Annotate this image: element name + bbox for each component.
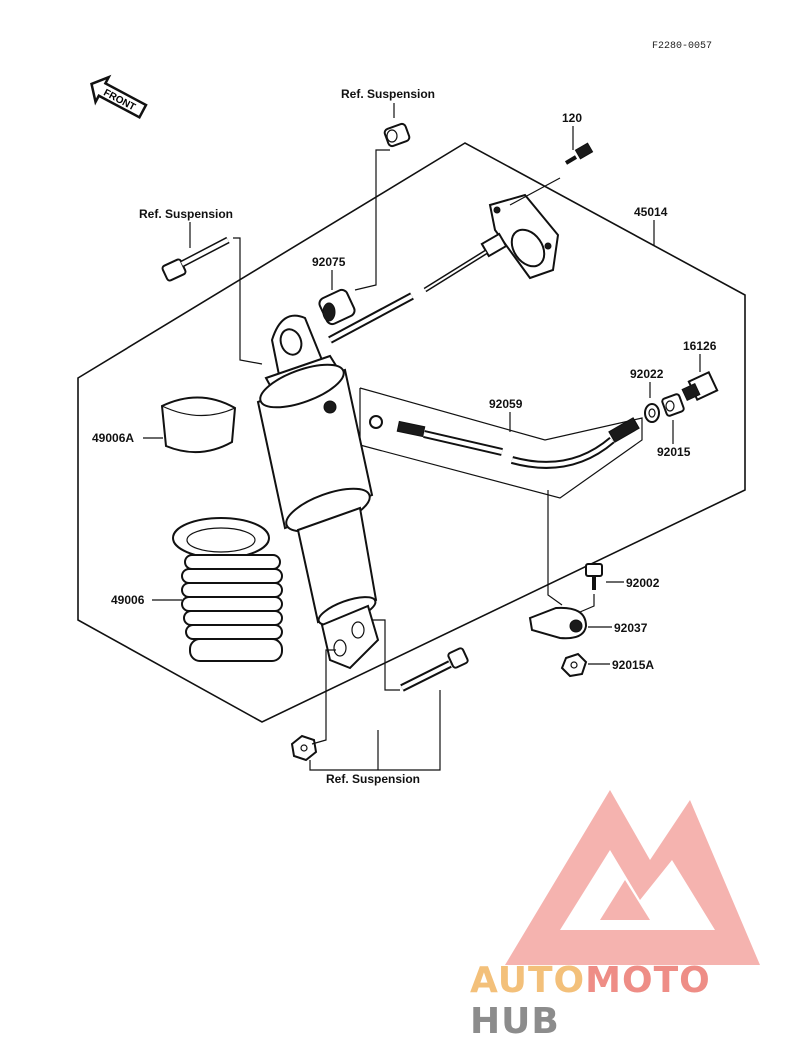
fitting-16126 <box>681 370 719 402</box>
top-mount-nut <box>383 122 411 148</box>
label-92015A: 92015A <box>612 658 654 672</box>
label-92059: 92059 <box>489 397 523 411</box>
top-mount-bolt <box>161 236 230 282</box>
watermark-hub: HUB <box>470 1001 560 1042</box>
front-arrow: FRONT <box>90 74 148 120</box>
watermark-moto: MOTO <box>585 960 711 1001</box>
label-92075: 92075 <box>312 255 346 269</box>
leader-bolt-to-bracket <box>509 177 561 206</box>
bolt-120 <box>564 142 594 165</box>
nut-92015 <box>661 393 685 417</box>
clamp-92037 <box>528 606 588 640</box>
label-45014: 45014 <box>634 205 668 219</box>
watermark-auto: AUTO <box>470 960 586 1001</box>
lower-mount-nut <box>290 734 318 762</box>
mount-bracket-45014 <box>423 193 560 293</box>
connecting-rod <box>328 292 414 344</box>
label-92015: 92015 <box>657 445 691 459</box>
label-92037: 92037 <box>614 621 648 635</box>
assembly-outline <box>77 142 746 723</box>
label-92022: 92022 <box>630 367 664 381</box>
bolt-92002 <box>585 563 603 590</box>
leader-bolt-to-clamp <box>579 594 595 613</box>
label-49006A: 49006A <box>92 431 134 445</box>
shock-absorber <box>256 314 380 670</box>
leader-clevis-to-nut <box>311 649 336 745</box>
drawing-code: F2280-0057 <box>652 41 712 52</box>
washer-92022 <box>644 403 660 423</box>
lower-mount-bolt <box>400 647 469 692</box>
bellows-boot-49006 <box>172 517 283 662</box>
label-92002: 92002 <box>626 576 660 590</box>
watermark-text: AUTOMOTO HUB <box>470 960 800 1042</box>
bushing-92075 <box>318 288 356 326</box>
ref-suspension-bottom-label: Ref. Suspension <box>326 772 420 786</box>
leader-bolt-to-eye <box>233 237 263 365</box>
leader-clevis-to-bolt <box>372 619 400 691</box>
cover-49006A <box>160 396 237 454</box>
ref-suspension-left-label: Ref. Suspension <box>139 207 233 221</box>
ref-suspension-top-label: Ref. Suspension <box>341 87 435 101</box>
hose-92059 <box>369 415 640 469</box>
leader-ref-bottom-bracket <box>309 690 441 771</box>
label-49006: 49006 <box>111 593 145 607</box>
label-16126: 16126 <box>683 339 717 353</box>
watermark-logo <box>505 790 760 965</box>
leader-nut-to-bushing <box>354 149 390 291</box>
nut-92015A <box>560 652 588 678</box>
label-120: 120 <box>562 111 582 125</box>
leader-hose-to-clamp <box>547 490 563 606</box>
